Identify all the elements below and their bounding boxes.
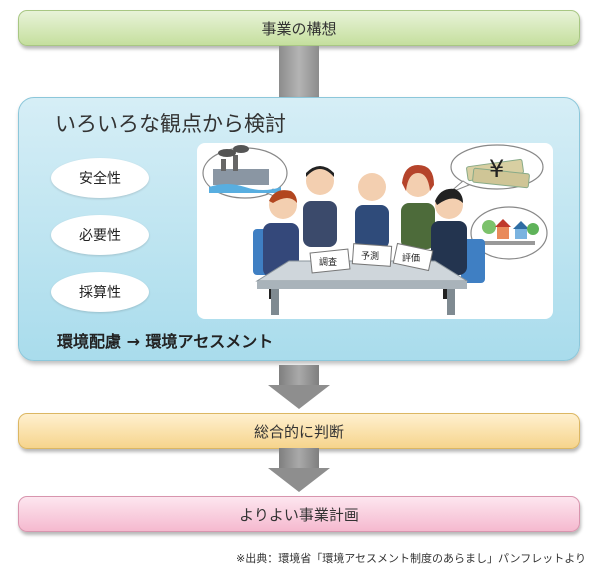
paper-evaluation: 評価 [392, 242, 434, 272]
conclusion-text: 環境配慮 → 環境アセスメント [57, 332, 274, 351]
meeting-scene: ¥ [202, 144, 548, 315]
business-concept-box: 事業の構想 [18, 10, 580, 46]
aspect-necessity: 必要性 [51, 215, 149, 255]
improved-plan-label: よりよい事業計画 [239, 505, 359, 524]
examination-panel: いろいろな観点から検討 安全性 必要性 採算性 [18, 97, 580, 361]
paper-prediction: 予測 [351, 243, 393, 267]
judgment-box: 総合的に判断 [18, 413, 580, 449]
meeting-illustration: ¥ [197, 143, 553, 319]
factory-bubble-icon [202, 145, 288, 202]
paper-survey: 調査 [309, 248, 351, 274]
paper-prediction-label: 予測 [361, 250, 379, 262]
source-note: ※出典：環境省「環境アセスメント制度のあらまし」パンフレットより [236, 552, 586, 565]
paper-survey-label: 調査 [319, 256, 337, 268]
judgment-label: 総合的に判断 [253, 422, 344, 441]
paper-evaluation-label: 評価 [402, 252, 420, 264]
improved-plan-box: よりよい事業計画 [18, 496, 580, 532]
connector-bar [279, 46, 319, 100]
meeting-table [255, 260, 469, 315]
yen-symbol: ¥ [489, 155, 504, 183]
person-2 [303, 166, 337, 247]
panel-title: いろいろな観点から検討 [55, 112, 286, 136]
aspect-profitability: 採算性 [51, 272, 149, 312]
person-4 [401, 165, 435, 249]
business-concept-label: 事業の構想 [261, 19, 337, 38]
person-3 [355, 173, 389, 249]
aspect-safety: 安全性 [51, 158, 149, 198]
yen-money-bubble-icon: ¥ [448, 144, 544, 194]
